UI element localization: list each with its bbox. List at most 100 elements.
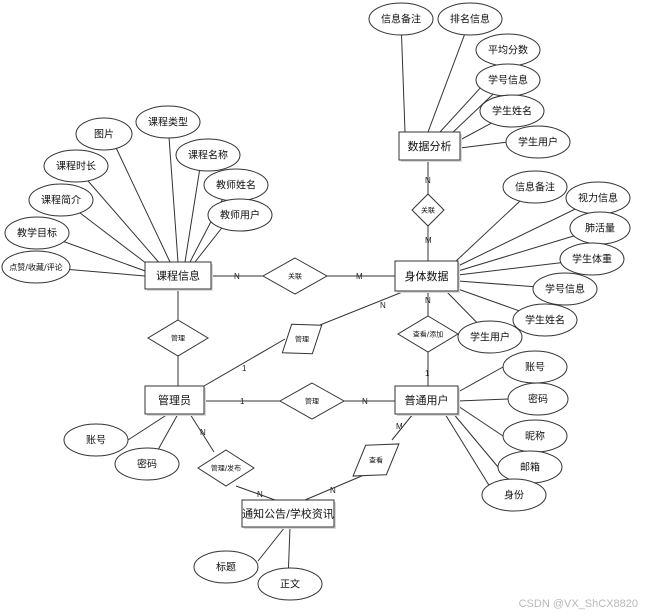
- attr-notice-body-shape: [257, 567, 323, 601]
- attr-course-duration: 课程时长: [43, 149, 109, 183]
- rel-admin-body-label: 管理: [295, 335, 309, 344]
- rel-admin-notice-shape: [197, 449, 255, 487]
- entity-normal-user-shape: [394, 385, 459, 415]
- rel-admin-notice-label: 管理/发布: [211, 464, 241, 473]
- entity-course-info-label: 课程信息: [156, 268, 200, 282]
- attr-body-student-name-shape: [512, 303, 578, 337]
- attr-user-password: 密码: [507, 382, 569, 416]
- attr-teacher-user-shape: [207, 198, 273, 232]
- rel-admin-body-shape: [281, 323, 323, 355]
- attr-user-identity-label: 身份: [504, 489, 524, 502]
- attr-body-student-user: 学生用户: [457, 320, 523, 354]
- card-user-top-1: 1: [425, 369, 430, 378]
- attr-body-student-id: 学号信息: [532, 272, 598, 306]
- watermark: CSDN @VX_ShCX8820: [519, 598, 638, 610]
- attr-notice-title: 标题: [193, 550, 259, 584]
- attr-course-duration-label: 课程时长: [56, 161, 96, 173]
- entity-data-analysis: 数据分析: [398, 131, 462, 162]
- entity-admin: 管理员: [144, 385, 206, 416]
- rel-body-analysis-label: 关联: [421, 206, 435, 215]
- attr-admin-account: 账号: [63, 423, 129, 457]
- attr-like-fav-comment-label: 点赞/收藏/评论: [9, 262, 62, 272]
- attr-user-nickname-label: 昵称: [525, 430, 545, 443]
- attr-user-password-label: 密码: [528, 393, 548, 406]
- attr-student-user-shape: [505, 125, 571, 159]
- attr-admin-password-shape: [114, 447, 180, 481]
- attr-image-label: 图片: [94, 128, 114, 141]
- card-body-n-admin: N: [380, 301, 386, 310]
- attr-rank-info-label: 排名信息: [450, 13, 490, 26]
- card-user-m: M: [396, 422, 403, 431]
- attr-student-name-label: 学生姓名: [492, 105, 532, 118]
- rel-admin-notice: 管理/发布: [197, 449, 255, 487]
- rel-course-body-label: 关联: [288, 272, 302, 281]
- attr-body-student-id-label: 学号信息: [545, 283, 585, 296]
- entity-course-info: 课程信息: [144, 261, 213, 291]
- attr-user-nickname: 昵称: [502, 419, 568, 453]
- attr-teacher-name: 教师姓名: [203, 168, 269, 202]
- attr-notice-title-shape: [193, 550, 259, 584]
- attr-body-student-name-label: 学生姓名: [525, 314, 565, 327]
- attr-course-name: 课程名称: [175, 138, 241, 172]
- rel-course-body-shape: [261, 257, 329, 295]
- attr-student-user: 学生用户: [505, 125, 571, 159]
- attr-teacher-name-label: 教师姓名: [216, 179, 256, 192]
- rel-user-body-label: 查看/添加: [413, 330, 443, 339]
- attr-user-email: 邮箱: [497, 450, 563, 484]
- card-admin-n-notice: N: [200, 428, 206, 437]
- entity-data-analysis-label: 数据分析: [408, 139, 452, 153]
- rel-admin-course-label: 管理: [171, 334, 185, 343]
- card-admin-1-body: 1: [242, 364, 247, 373]
- attr-notice-body-label: 正文: [280, 578, 300, 591]
- entity-admin-shape: [144, 385, 205, 415]
- attr-body-info-note-label: 信息备注: [515, 181, 555, 194]
- card-body-m: M: [356, 272, 363, 281]
- rel-user-body: 查看/添加: [397, 315, 459, 353]
- entity-body-data-label: 身体数据: [405, 269, 449, 283]
- attr-body-student-user-label: 学生用户: [470, 331, 510, 344]
- attr-course-duration-shape: [43, 149, 109, 183]
- attr-lung-capacity-label: 肺活量: [585, 223, 615, 235]
- entity-notice-label: 通知公告/学校资讯: [242, 506, 334, 520]
- attr-image-shape: [75, 117, 133, 151]
- attr-teacher-user: 教师用户: [207, 198, 273, 232]
- attr-student-weight: 学生体重: [559, 242, 625, 276]
- rel-admin-body: 管理: [281, 323, 323, 355]
- rel-user-notice: 查看: [352, 443, 400, 477]
- attr-admin-account-label: 账号: [86, 435, 106, 447]
- attr-notice-body: 正文: [257, 567, 323, 601]
- entity-notice: 通知公告/学校资讯: [241, 499, 336, 529]
- attr-student-id: 学号信息: [475, 63, 541, 97]
- attr-like-fav-comment: 点赞/收藏/评论: [1, 250, 71, 284]
- connector-lines: [39, 19, 601, 582]
- rel-admin-course-shape: [147, 319, 209, 357]
- card-body-bottom-n: N: [425, 296, 431, 305]
- attr-user-email-label: 邮箱: [520, 461, 540, 474]
- attr-vision-info-label: 视力信息: [578, 192, 618, 205]
- attr-student-weight-label: 学生体重: [572, 253, 612, 266]
- rel-course-body: 关联: [261, 257, 329, 295]
- entity-normal-user-label: 普通用户: [405, 393, 449, 407]
- card-notice-n-left: N: [257, 490, 263, 499]
- entity-normal-user: 普通用户: [394, 385, 460, 416]
- attr-user-account-label: 账号: [525, 362, 545, 374]
- attr-like-fav-comment-shape: [1, 250, 71, 284]
- attr-admin-password-label: 密码: [137, 458, 157, 471]
- attr-user-identity: 身份: [481, 478, 547, 512]
- entity-admin-label: 管理员: [158, 393, 191, 407]
- attr-course-type-label: 课程类型: [148, 116, 188, 129]
- attr-avg-score-label: 平均分数: [488, 44, 528, 57]
- rel-admin-course: 管理: [147, 319, 209, 357]
- rel-user-body-shape: [397, 315, 459, 353]
- attr-notice-title-label: 标题: [216, 562, 236, 574]
- attr-course-type-shape: [135, 105, 201, 139]
- attr-course-type: 课程类型: [135, 105, 201, 139]
- entity-notice-shape: [241, 499, 335, 528]
- attr-info-note-label: 信息备注: [381, 13, 421, 26]
- attr-body-student-user-shape: [457, 320, 523, 354]
- attr-info-note-shape: [368, 2, 434, 36]
- attr-body-student-id-shape: [532, 272, 598, 306]
- attr-user-identity-shape: [481, 478, 547, 512]
